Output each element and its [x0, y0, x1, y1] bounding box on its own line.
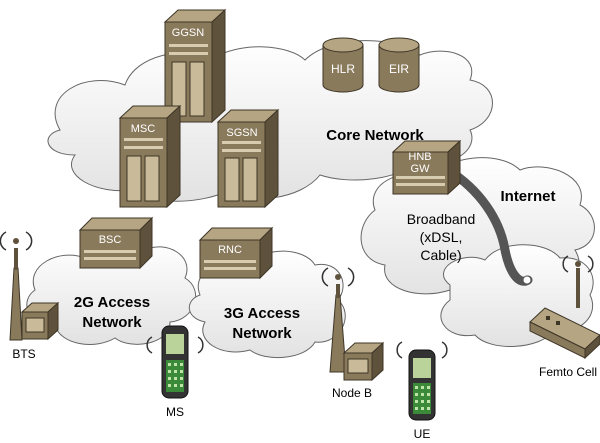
- hnb-gw-server: HNB GW: [391, 139, 462, 196]
- node-b-station: [321, 267, 385, 382]
- access-2g-label-line2: Network: [82, 314, 142, 331]
- broadband-label-line1: Broadband: [407, 211, 476, 227]
- broadband-label-line3: Cable): [420, 247, 461, 263]
- access-3g-label-line2: Network: [232, 325, 292, 342]
- femto-cell-device: [529, 255, 600, 360]
- msc-label: MSC: [131, 123, 156, 135]
- bts-station: [0, 231, 60, 341]
- ue-label: UE: [414, 427, 431, 441]
- broadband-label-line2: (xDSL,: [420, 229, 463, 245]
- cable-endpoint-bottom: [522, 275, 532, 285]
- access-3g-label-line1: 3G Access: [224, 305, 300, 322]
- femto-cell-label: Femto Cell: [539, 365, 597, 379]
- hlr-database: HLR: [322, 37, 364, 93]
- bsc-label: BSC: [99, 234, 122, 246]
- hnb-label: HNB: [408, 151, 431, 163]
- ms-label: MS: [166, 405, 184, 419]
- sgsn-label: SGSN: [226, 127, 257, 139]
- access-2g-label-line1: 2G Access: [74, 294, 150, 311]
- sgsn-server: SGSN: [216, 108, 280, 209]
- ggsn-label: GGSN: [172, 27, 204, 39]
- msc-server: MSC: [118, 104, 182, 209]
- rnc-server: RNC: [198, 226, 274, 280]
- bts-label: BTS: [12, 347, 35, 361]
- core-network-label: Core Network: [326, 127, 424, 144]
- ggsn-server: GGSN: [163, 8, 227, 124]
- gw-label: GW: [411, 163, 431, 175]
- node-b-label: Node B: [332, 386, 372, 400]
- internet-label: Internet: [500, 188, 555, 205]
- hlr-label: HLR: [331, 62, 355, 76]
- eir-database: EIR: [378, 37, 420, 93]
- ms-phone: [146, 325, 204, 399]
- eir-label: EIR: [389, 62, 409, 76]
- ue-phone: [396, 341, 448, 421]
- broadband-cable: [443, 165, 533, 286]
- rnc-label: RNC: [218, 244, 242, 256]
- bsc-server: BSC: [78, 216, 154, 270]
